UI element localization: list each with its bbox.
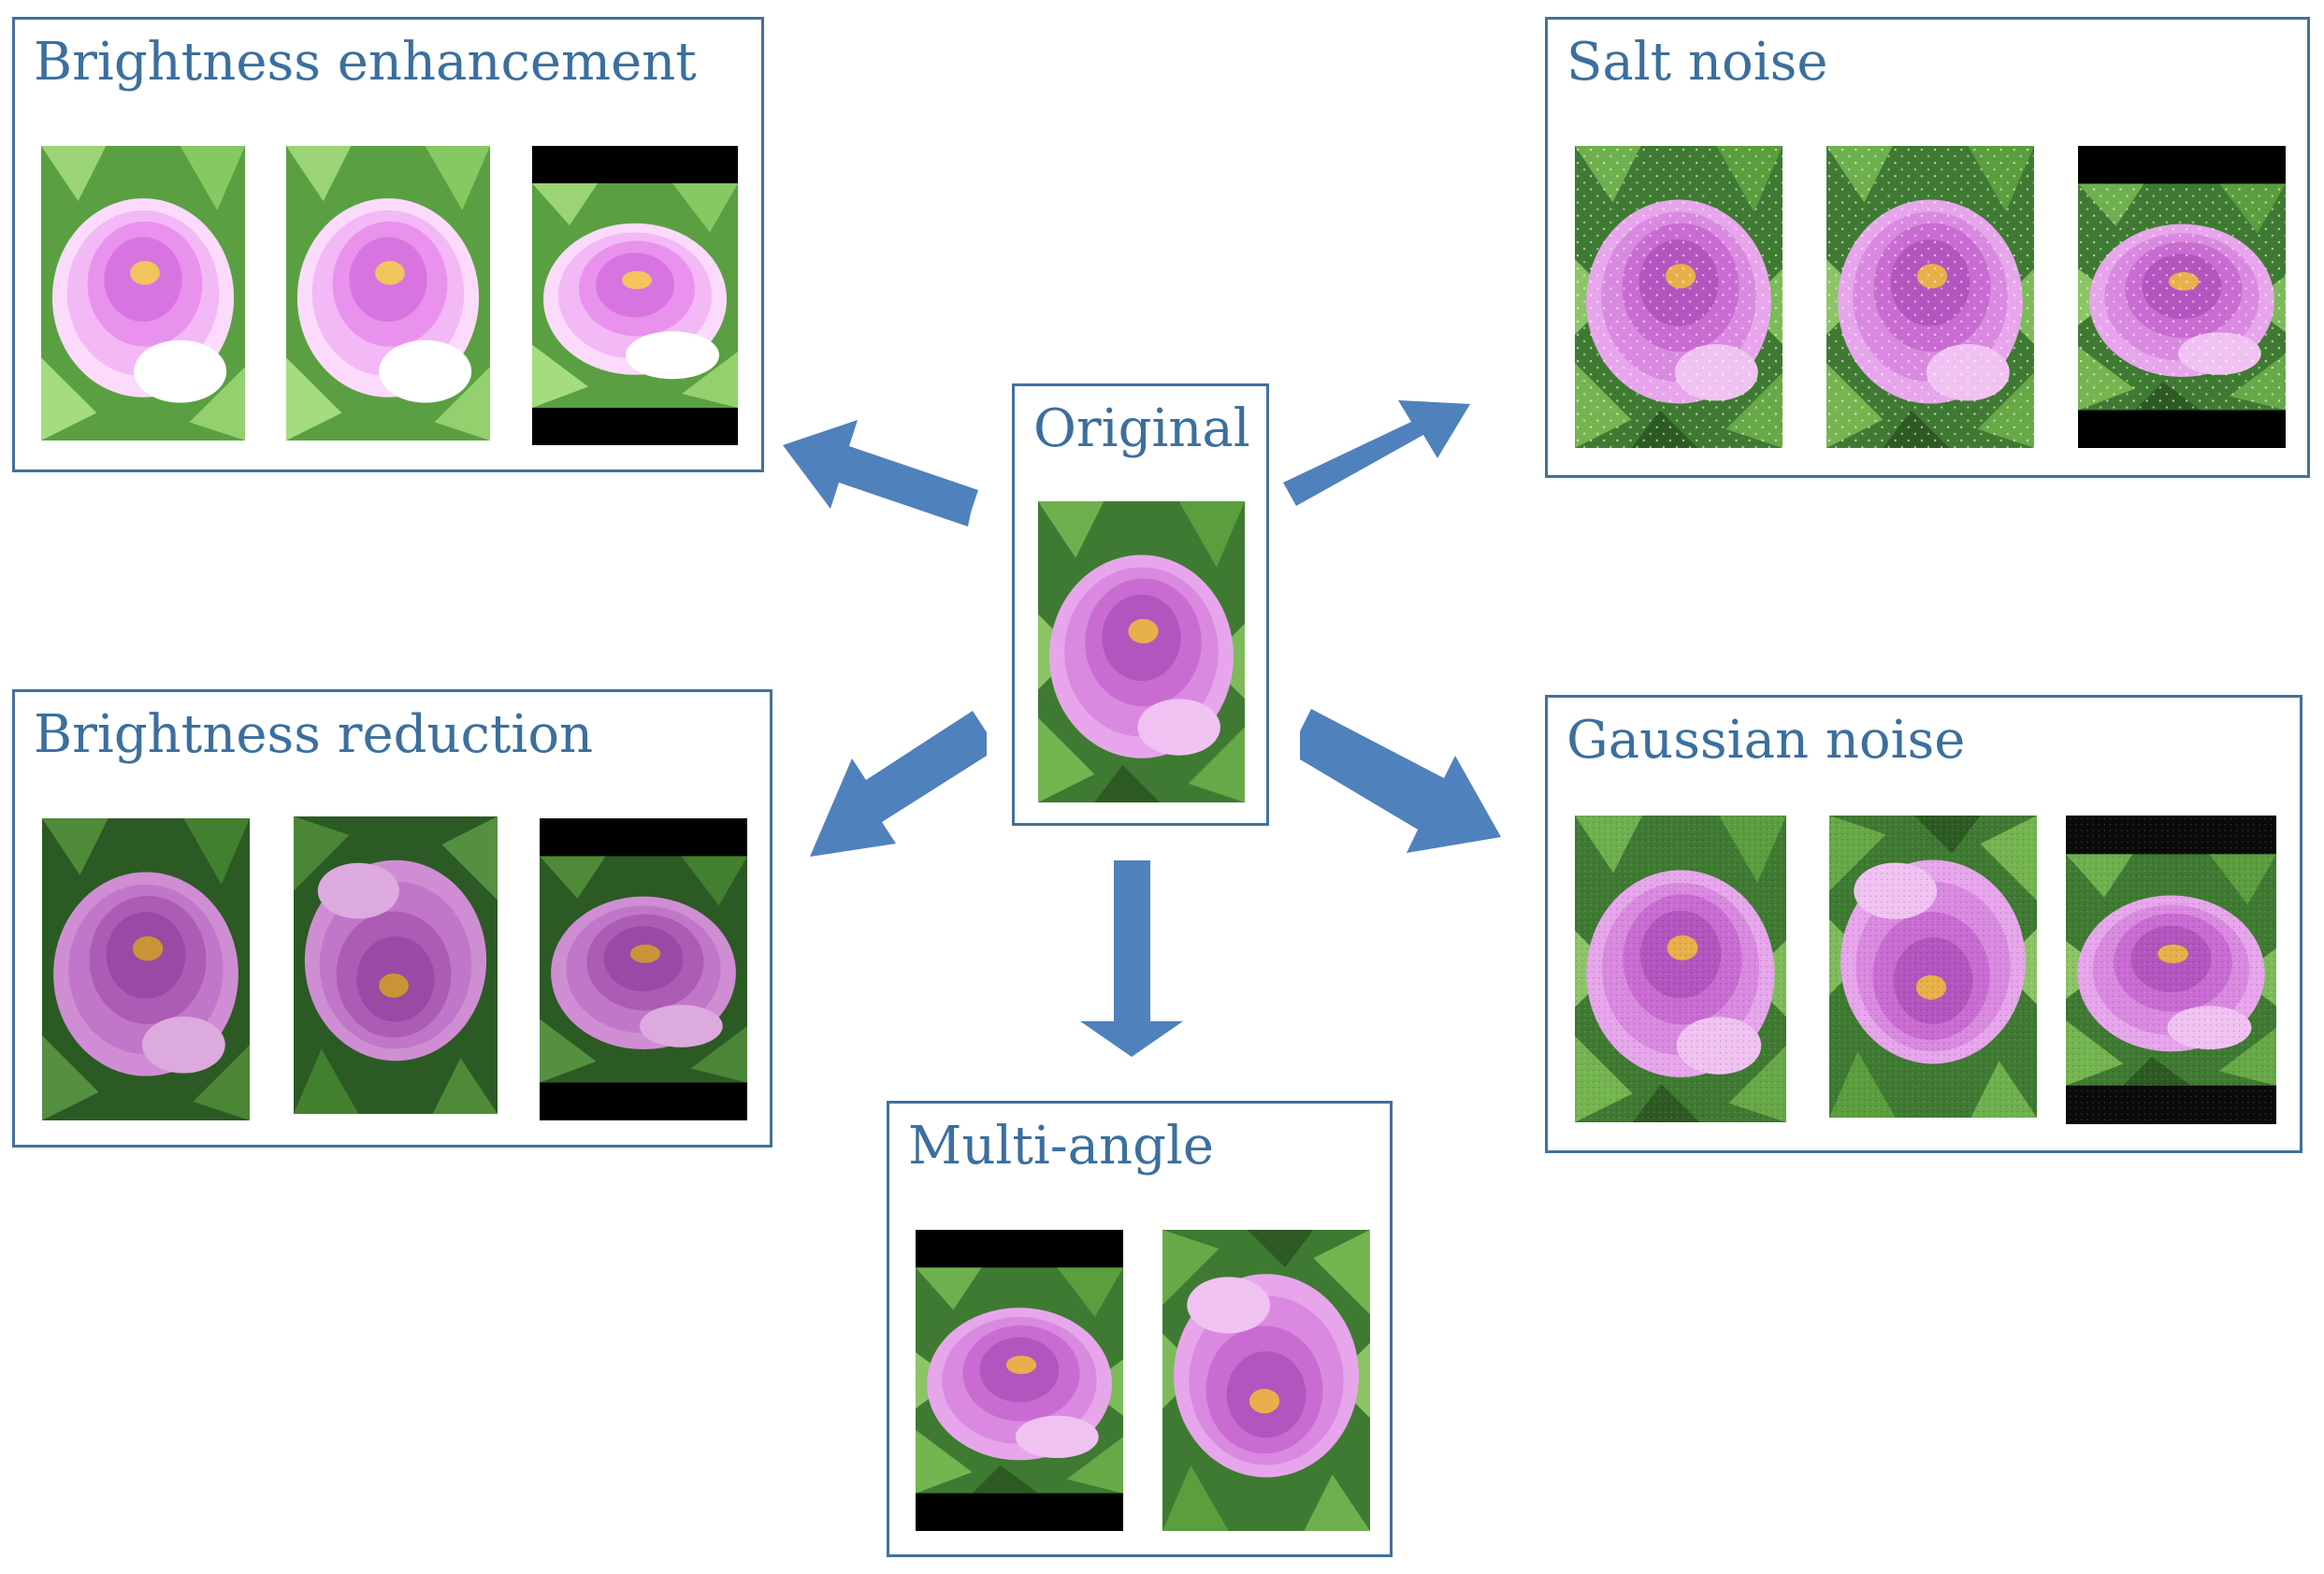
arrow-to-salt-noise bbox=[1283, 400, 1470, 506]
brightness-enhancement-title: Brightness enhancement bbox=[34, 32, 697, 93]
salt-noise-image-1 bbox=[1575, 146, 1783, 448]
gaussian-noise-image-1 bbox=[1575, 816, 1786, 1122]
original-panel: Original bbox=[1012, 383, 1269, 826]
brightness-reduction-panel: Brightness reduction bbox=[12, 689, 772, 1148]
multi-angle-image-2 bbox=[1162, 1230, 1370, 1531]
arrow-to-brightness-enhancement bbox=[783, 420, 978, 527]
salt-noise-title: Salt noise bbox=[1566, 32, 1828, 93]
salt-noise-panel: Salt noise bbox=[1545, 17, 2310, 478]
arrow-to-multi-angle bbox=[1080, 860, 1183, 1057]
brightness-reduction-title: Brightness reduction bbox=[34, 704, 594, 765]
brightness-reduction-image-1 bbox=[42, 818, 250, 1120]
original-title: Original bbox=[1033, 398, 1250, 459]
brightness-enhancement-image-1 bbox=[41, 146, 245, 440]
gaussian-noise-title: Gaussian noise bbox=[1566, 710, 1966, 771]
brightness-enhancement-panel: Brightness enhancement bbox=[12, 17, 764, 472]
gaussian-noise-panel: Gaussian noise bbox=[1545, 695, 2302, 1153]
multi-angle-panel: Multi-angle bbox=[887, 1101, 1393, 1557]
salt-noise-image-2 bbox=[1826, 146, 2034, 448]
gaussian-noise-image-2 bbox=[1829, 816, 2037, 1118]
multi-angle-title: Multi-angle bbox=[908, 1116, 1215, 1177]
brightness-reduction-image-3 bbox=[540, 818, 747, 1120]
multi-angle-image-1 bbox=[916, 1230, 1123, 1531]
arrow-to-gaussian-noise bbox=[1300, 709, 1501, 853]
original-flower-image bbox=[1038, 501, 1245, 802]
brightness-reduction-image-2 bbox=[294, 816, 498, 1114]
brightness-enhancement-image-2 bbox=[286, 146, 490, 440]
brightness-enhancement-image-3 bbox=[532, 146, 738, 445]
salt-noise-image-3 bbox=[2078, 146, 2286, 448]
arrow-to-brightness-reduction bbox=[810, 711, 987, 857]
gaussian-noise-image-3 bbox=[2066, 816, 2276, 1124]
